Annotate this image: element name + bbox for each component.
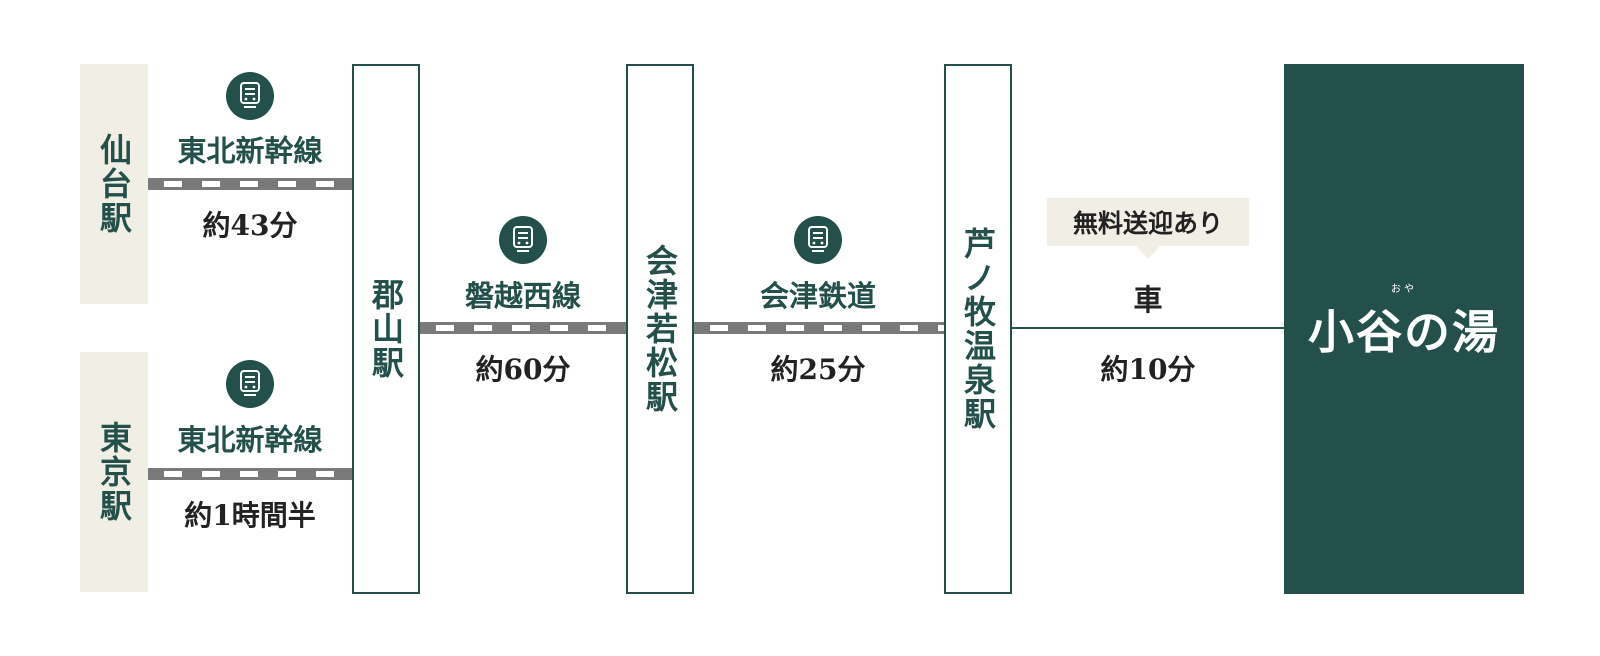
oyanoyu-logo: おや 小谷の湯 — [1308, 284, 1500, 362]
station-ashinomaki-onsen: 芦ノ牧温泉駅 — [944, 64, 1012, 594]
shuttle-service-bubble: 無料送迎あり — [1047, 198, 1249, 246]
rail-track — [694, 322, 944, 334]
route-travel-time: 約25分 — [770, 353, 866, 386]
train-icon-glyph — [240, 82, 260, 108]
origin-sendai-label: 仙台駅 — [95, 133, 133, 235]
route-line-name: 会津鉄道 — [759, 279, 876, 313]
road-line — [1012, 327, 1284, 329]
shuttle-service-note: 無料送迎あり — [1072, 209, 1223, 238]
origin-sendai-station: 仙台駅 — [80, 64, 148, 304]
route-travel-time: 約43分 — [202, 209, 298, 242]
station-aizuwakamatsu: 会津若松駅 — [626, 64, 694, 594]
origin-tokyo-station: 東京駅 — [80, 352, 148, 592]
train-icon — [226, 72, 274, 120]
logo-ruby: おや — [1391, 284, 1417, 295]
station-aizuwakamatsu-label: 会津若松駅 — [641, 244, 679, 414]
route-line-name: 磐越西線 — [464, 279, 581, 313]
route-travel-time: 約1時間半 — [184, 499, 316, 532]
route-travel-time: 約60分 — [475, 353, 571, 386]
route-line-name: 東北新幹線 — [177, 423, 323, 457]
route-line-name: 東北新幹線 — [177, 134, 323, 168]
transport-mode-car: 車 — [1133, 283, 1163, 317]
train-icon-glyph — [808, 226, 828, 252]
train-icon — [226, 360, 274, 408]
station-koriyama-label: 郡山駅 — [367, 278, 405, 380]
destination-oyanoyu: おや 小谷の湯 — [1284, 64, 1524, 594]
rail-track — [148, 468, 352, 480]
train-icon-glyph — [513, 226, 533, 252]
train-icon — [794, 216, 842, 264]
train-icon-glyph — [240, 370, 260, 396]
station-ashinomaki-label: 芦ノ牧温泉駅 — [959, 227, 997, 431]
origin-tokyo-label: 東京駅 — [95, 421, 133, 523]
station-koriyama: 郡山駅 — [352, 64, 420, 594]
logo-text: 小谷の湯 — [1308, 305, 1500, 359]
train-icon — [499, 216, 547, 264]
rail-track — [420, 322, 626, 334]
route-travel-time: 約10分 — [1100, 353, 1196, 386]
bubble-tail — [1136, 246, 1160, 259]
rail-track — [148, 178, 352, 190]
